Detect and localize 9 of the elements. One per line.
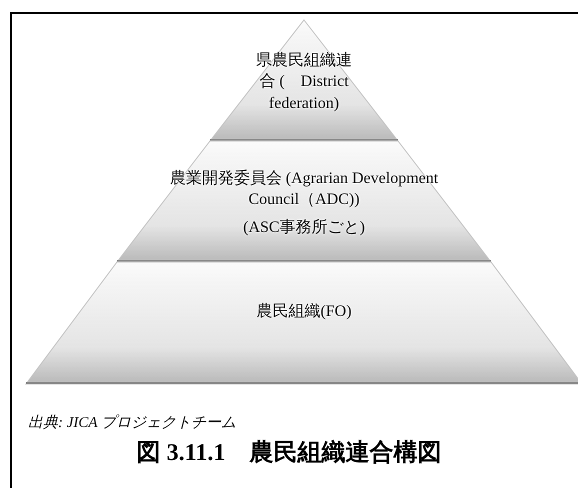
pyramid-tier: [117, 141, 491, 262]
tier-label: 農民組織(FO): [256, 302, 352, 322]
tier-label: 農業開発委員会 (Agrarian Development Council（ADC)): [168, 168, 440, 210]
pyramid-tier: [210, 20, 398, 141]
source-note: 出典: JICA プロジェクトチーム: [28, 413, 236, 432]
tier-label: 県農民組織連合 ( District federation): [255, 50, 353, 114]
figure-caption: 図 3.11.1 農民組織連合構図: [136, 438, 442, 468]
tier-label: (ASC事務所ごと): [243, 218, 365, 238]
pyramid-tier: [26, 262, 578, 384]
